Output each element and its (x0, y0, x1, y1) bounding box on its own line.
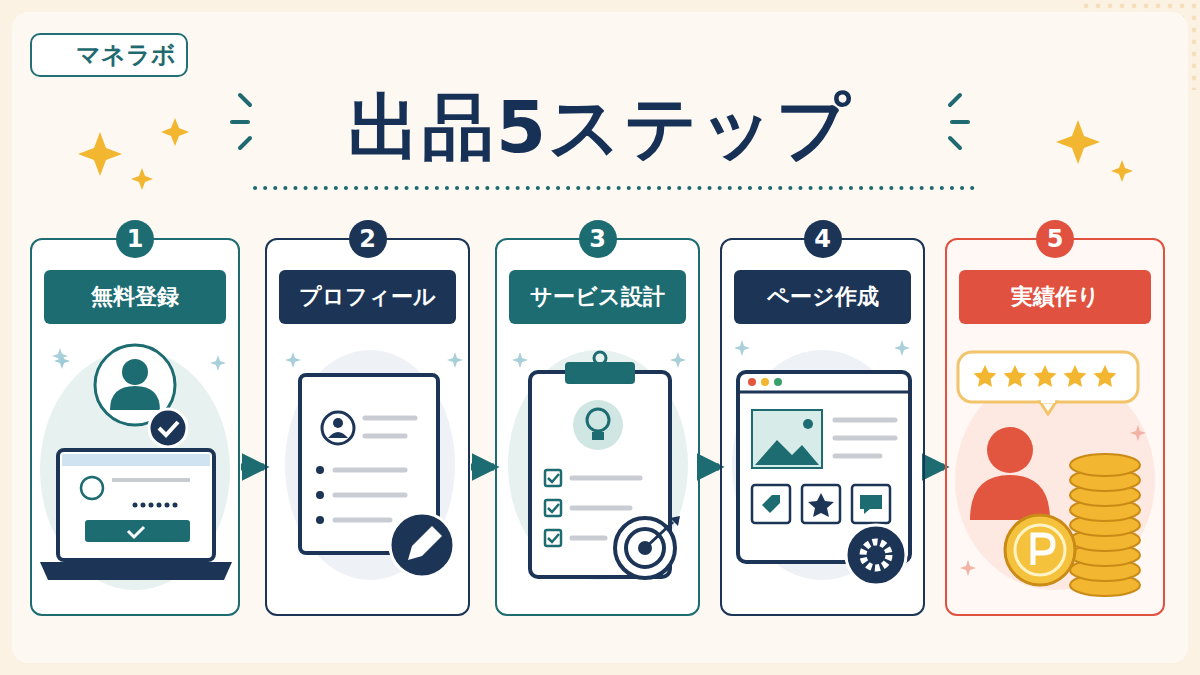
step-label: ページ作成 (767, 282, 879, 312)
step-arrow (926, 464, 944, 471)
step-arrow (701, 464, 719, 471)
step-header: 無料登録 (44, 270, 226, 324)
step-card: 1無料登録 (30, 238, 240, 616)
step-header: 実績作り (959, 270, 1151, 324)
step-card: 4ページ作成 (720, 238, 925, 616)
step-label: プロフィール (299, 282, 436, 312)
step-card: 2プロフィール (265, 238, 470, 616)
step-number: 1 (116, 220, 154, 258)
step-arrow (471, 464, 494, 471)
step-header: ページ作成 (734, 270, 911, 324)
step-header: プロフィール (279, 270, 456, 324)
logo-badge: マネラボ (30, 33, 188, 77)
step-label: サービス設計 (530, 282, 665, 312)
diagram-title: 出品5ステップ (0, 80, 1200, 176)
step-number: 5 (1036, 220, 1074, 258)
logo-text: マネラボ (76, 39, 176, 71)
step-header: サービス設計 (509, 270, 686, 324)
step-card: 3サービス設計 (495, 238, 700, 616)
step-number: 3 (579, 220, 617, 258)
step-number: 4 (804, 220, 842, 258)
step-number: 2 (349, 220, 387, 258)
step-label: 無料登録 (91, 282, 179, 312)
step-card: 5実績作り (945, 238, 1165, 616)
step-label: 実績作り (1011, 282, 1100, 312)
step-arrow (241, 464, 264, 471)
